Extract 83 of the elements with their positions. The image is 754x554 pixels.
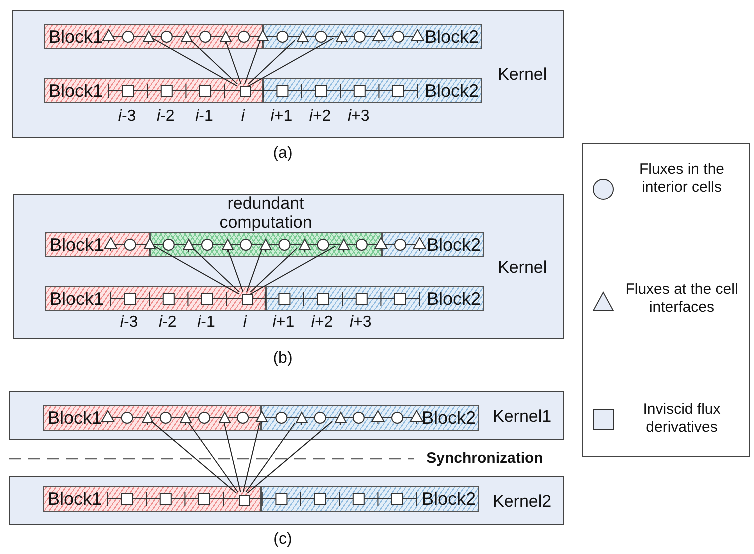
triangle-marker — [220, 30, 232, 44]
block-label: Block2 — [422, 489, 476, 509]
connector-line — [244, 41, 261, 84]
box-marker — [238, 494, 250, 506]
connector-line — [226, 41, 242, 84]
index-label: i+3 — [348, 108, 370, 126]
legend-text: Fluxes at the cell interfaces — [624, 281, 740, 317]
triangle-marker — [181, 30, 194, 44]
triangle-marker — [257, 30, 270, 42]
legend-text: Fluxes in the interior cells — [638, 161, 726, 197]
triangle-marker — [142, 412, 154, 425]
index-label: i-2 — [159, 314, 177, 332]
block-label: Block2 — [422, 408, 476, 428]
hatched-block-strip — [382, 232, 484, 257]
connector-line — [152, 38, 238, 87]
block-label: Block1 — [49, 80, 104, 100]
box-marker — [242, 294, 253, 305]
panel-caption: (b) — [273, 350, 293, 368]
kernel-panel — [9, 476, 564, 525]
triangle-marker — [218, 412, 231, 425]
block-label: Block2 — [426, 288, 481, 308]
index-label: i-3 — [120, 314, 138, 332]
triangle-marker — [334, 412, 347, 425]
block-label: Block1 — [48, 408, 102, 428]
legend-text: Inviscid flux derivatives — [642, 401, 722, 437]
kernel-label: Kernel2 — [493, 492, 552, 512]
connector-line — [248, 38, 334, 87]
connector-line — [246, 249, 263, 292]
sync-label: Synchronization — [426, 450, 544, 468]
index-label: i+1 — [272, 314, 295, 332]
connector-line — [250, 248, 298, 293]
box-marker — [240, 86, 251, 97]
triangle-marker — [183, 238, 196, 252]
index-label: i-2 — [157, 108, 175, 126]
triangle-marker — [296, 412, 308, 425]
block-label: Block1 — [50, 234, 104, 254]
panel-caption: (c) — [274, 531, 292, 549]
connector-line — [242, 422, 260, 493]
connector-line — [246, 422, 296, 493]
triangle-marker — [142, 30, 155, 44]
index-label: i-3 — [118, 108, 136, 126]
kernel-panel — [12, 10, 564, 138]
triangle-marker — [299, 238, 311, 252]
index-label: i — [243, 314, 247, 332]
index-label: i+2 — [309, 108, 332, 126]
triangle-marker — [222, 238, 234, 252]
index-label: i-1 — [196, 108, 214, 126]
index-label: i+1 — [270, 108, 293, 126]
panel-caption: (a) — [273, 145, 293, 163]
triangle-marker — [260, 238, 272, 252]
kernel-panel — [13, 194, 564, 339]
connector-line — [151, 421, 238, 494]
triangle-marker — [336, 30, 348, 44]
triangle-marker — [180, 412, 192, 425]
block-label: Block1 — [49, 26, 104, 46]
kernel-label: Kernel — [498, 65, 548, 85]
triangle-marker — [256, 411, 268, 424]
connector-line — [248, 40, 296, 85]
kernel-label: Kernel — [498, 258, 548, 278]
hatched-block-strip — [45, 232, 150, 257]
index-label: i+3 — [350, 314, 372, 332]
connector-line — [250, 246, 336, 295]
connector-line — [224, 422, 242, 493]
connector-line — [188, 422, 239, 493]
block-label: Block2 — [424, 26, 479, 46]
connector-line — [190, 40, 238, 85]
kernel-panel — [9, 391, 564, 440]
connector-line — [247, 421, 334, 494]
index-label: i-1 — [198, 314, 216, 332]
block-label: Block1 — [50, 288, 104, 308]
triangle-marker — [297, 30, 309, 44]
index-label: i — [241, 108, 245, 126]
block-label: Block2 — [424, 80, 479, 100]
region-heading: redundant computation — [218, 194, 314, 232]
triangle-marker — [144, 238, 156, 250]
kernel-label: Kernel1 — [493, 406, 552, 426]
block-label: Block2 — [426, 234, 481, 254]
triangle-marker — [338, 238, 350, 252]
connector-line — [192, 248, 240, 293]
connector-line — [228, 249, 244, 292]
block-label: Block1 — [48, 489, 102, 509]
connector-line — [154, 246, 240, 295]
index-label: i+2 — [311, 314, 334, 332]
